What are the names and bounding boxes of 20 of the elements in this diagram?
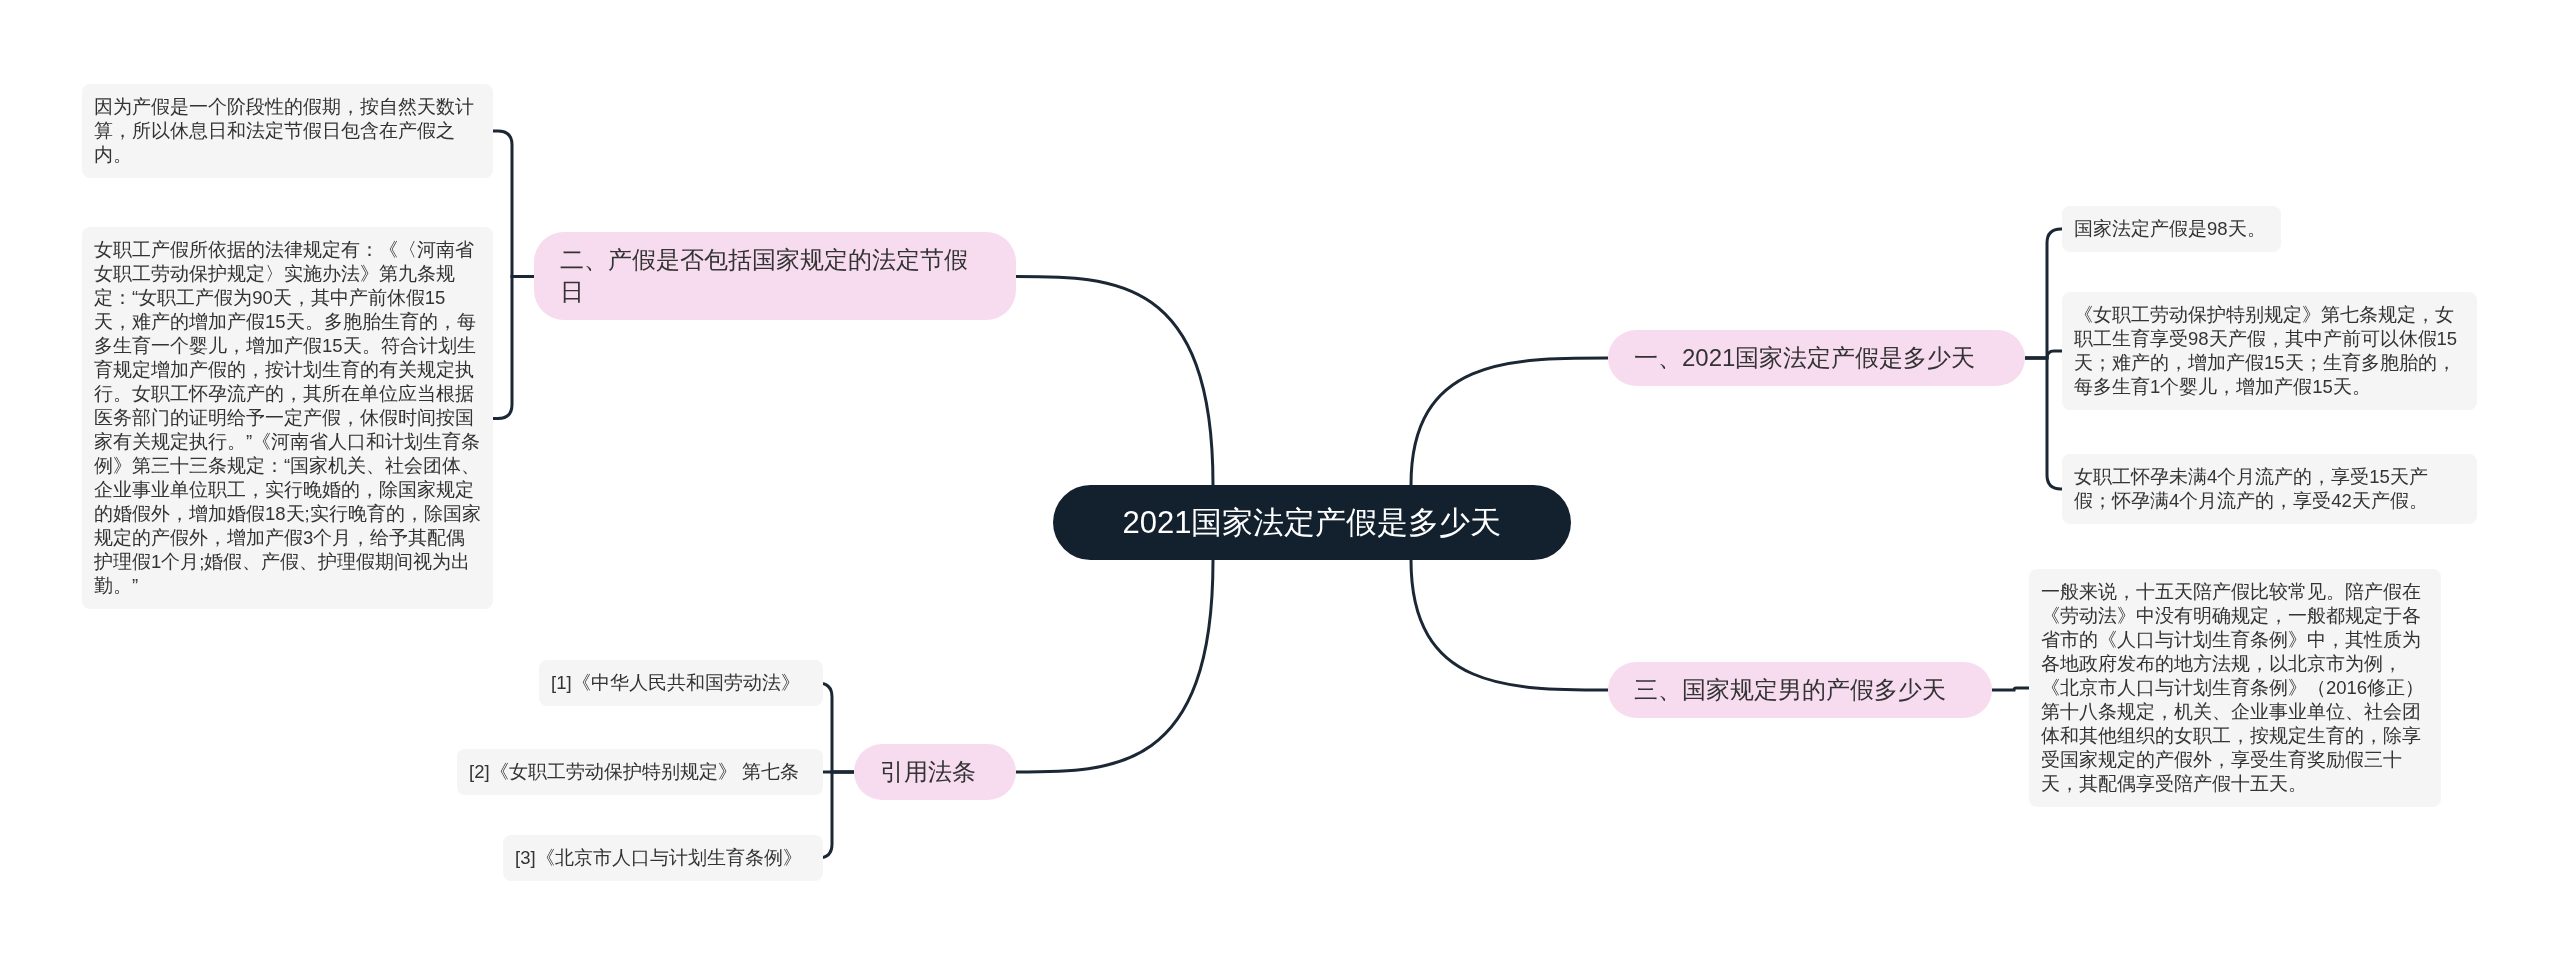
branch-topic: 引用法条 (854, 744, 1016, 801)
connector-line (1409, 559, 1608, 692)
note-box: 女职工怀孕未满4个月流产的，享受15天产假；怀孕满4个月流产的，享受42天产假。 (2062, 454, 2477, 525)
branch-topic: 三、国家规定男的产假多少天 (1608, 662, 1992, 719)
note-box: 一般来说，十五天陪产假比较常见。陪产假在《劳动法》中没有明确规定，一般都规定于各省市的《人口与计划生育条例》中，其性质为各地政府发布的地方法规，以北京市为例，《北京市人口与计划生育条例》（2016修正）第十八条规定，机关、企业事业单位、社会团体和其他组织的女职工，按规定生育的，除享受国家规定的产假外，享受生育奖励假三十天，其配偶享受陪产假十五天。 (2029, 569, 2441, 808)
note-box: 女职工产假所依据的法律规定有：《〈河南省女职工劳动保护规定〉实施办法》第九条规定：“女职工产假为90天，其中产前休假15天，难产的增加产假15天。多胞胎生育的，每多生育一个婴儿，增加产假15天。符合计划生育规定增加产假的，按计划生育的有关规定执行。女职工怀孕流产的，其所在单位应当根据医务部门的证明给予一定产假，休假时间按国家有关规定执行。”《河南省人口和计划生育条例》第三十三条规定：“国家机关、社会团体、企业事业单位职工，实行晚婚的，除国家规定的婚假外，增加婚假18天;实行晚育的，除国家规定的产假外，增加产假3个月，给予其配偶护理假1个月;婚假、产假、护理假期间视为出勤。” (82, 226, 493, 610)
connector-line (1016, 559, 1215, 774)
note-box: [3]《北京市人口与计划生育条例》 (503, 835, 823, 882)
connector-line (1409, 356, 1608, 486)
connector-line (1992, 686, 2029, 692)
note-box: 国家法定产假是98天。 (2062, 206, 2281, 253)
connector-line (1016, 275, 1215, 486)
connector-line (493, 275, 534, 420)
note-box: [1]《中华人民共和国劳动法》 (539, 660, 823, 707)
branch-topic: 二、产假是否包括国家规定的法定节假日 (534, 231, 1016, 321)
note-box: 《女职工劳动保护特别规定》第七条规定，女职工生育享受98天产假，其中产前可以休假15天；难产的，增加产假15天；生育多胞胎的，每多生育1个婴儿，增加产假15天。 (2062, 292, 2477, 411)
note-box: [2]《女职工劳动保护特别规定》 第七条 (457, 749, 823, 796)
branch-topic: 一、2021国家法定产假是多少天 (1608, 330, 2025, 387)
central-topic: 2021国家法定产假是多少天 (1053, 484, 1571, 560)
note-box: 因为产假是一个阶段性的假期，按自然天数计算，所以休息日和法定节假日包含在产假之内。 (82, 84, 493, 179)
